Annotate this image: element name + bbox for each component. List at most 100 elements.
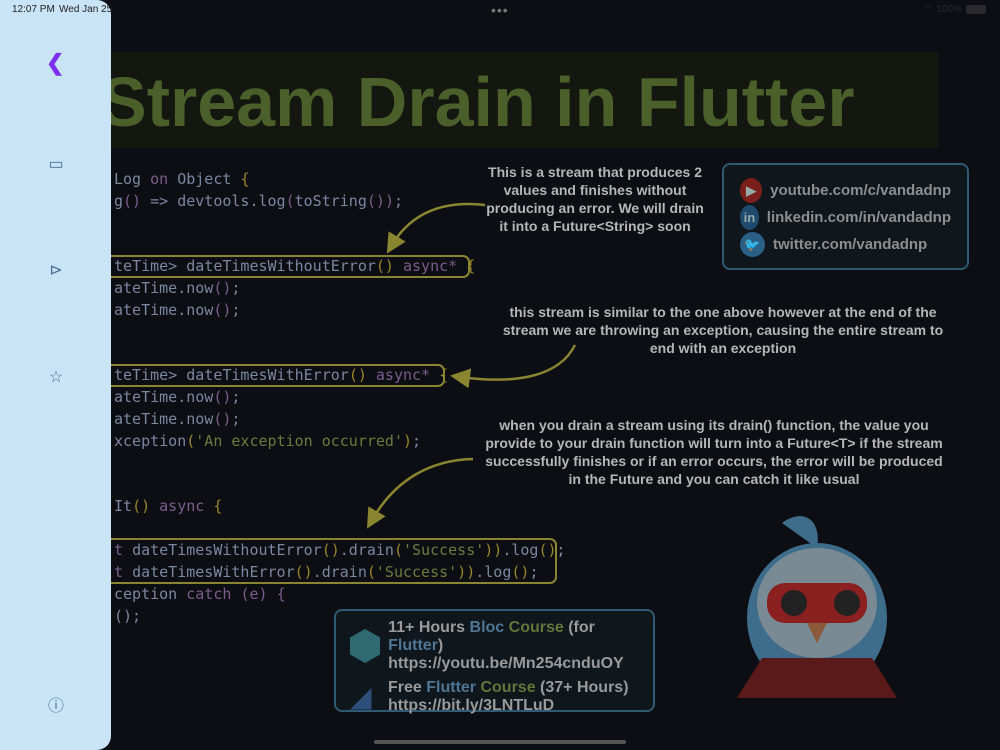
code-token: () — [511, 563, 530, 581]
course-2-title: Free Flutter Course (37+ Hours) — [388, 679, 629, 696]
code-token: 'An exception occurred' — [195, 432, 403, 450]
code-token: 'Success' — [375, 563, 458, 581]
code-token: ception — [114, 585, 187, 603]
social-link[interactable]: 🐦 twitter.com/vandadnp — [740, 231, 951, 258]
code-token: on — [150, 170, 178, 188]
status-indicators: ◠100% — [924, 4, 986, 15]
code-token: () — [132, 497, 151, 515]
code-token: ( — [393, 541, 403, 559]
course-2-url[interactable]: https://bit.ly/3LNTLuD — [388, 697, 555, 714]
code-token: t — [114, 563, 133, 581]
code-token: (); — [114, 607, 142, 625]
code-token: async — [150, 497, 214, 515]
social-label: youtube.com/c/vandadnp — [770, 182, 951, 199]
code-line: It() async { — [114, 497, 222, 515]
course-1-title: 11+ Hours Bloc Course (for Flutter) — [388, 619, 595, 654]
code-token: ( — [186, 432, 196, 450]
code-token: () — [213, 279, 232, 297]
status-date: Wed Jan 25 — [59, 4, 113, 15]
code-token: g — [114, 192, 124, 210]
social-label: twitter.com/vandadnp — [773, 236, 928, 253]
code-token: () — [123, 192, 142, 210]
image-icon[interactable]: ▭ — [48, 156, 64, 173]
code-line: t dateTimesWithoutError().drain('Success… — [114, 541, 566, 559]
code-token: () — [366, 192, 385, 210]
code-token: Object — [177, 170, 241, 188]
code-line: ateTime.now(); — [114, 410, 240, 428]
code-token: dateTimesWithError — [132, 563, 295, 581]
code-line: xception('An exception occurred'); — [114, 432, 421, 450]
code-token: ateTime.now — [114, 410, 214, 428]
code-token: () — [294, 563, 313, 581]
code-token: ateTime.now — [114, 388, 214, 406]
code-token: ateTime.now — [114, 279, 214, 297]
star-icon[interactable]: ☆ — [48, 369, 64, 386]
code-token: { — [213, 497, 223, 515]
code-token: ; — [231, 279, 241, 297]
code-token: ; — [231, 388, 241, 406]
code-token: () — [213, 301, 232, 319]
code-line: ateTime.now(); — [114, 279, 240, 297]
code-token: ; — [231, 410, 241, 428]
code-line: ateTime.now(); — [114, 388, 240, 406]
note-drain: when you drain a stream using its drain(… — [485, 417, 943, 487]
code-token: () — [213, 410, 232, 428]
code-token: toString — [294, 192, 367, 210]
code-token: { — [240, 170, 250, 188]
code-token: { — [276, 585, 286, 603]
mascot-bird-image — [737, 516, 897, 698]
code-token: dateTimesWithoutError — [132, 541, 322, 559]
code-token: .drain — [312, 563, 367, 581]
code-token: => devtools.log — [141, 192, 286, 210]
help-icon[interactable]: ⓘ — [47, 698, 64, 715]
code-token: ; — [556, 541, 566, 559]
code-token: async* — [366, 366, 440, 384]
code-token: async* — [393, 257, 467, 275]
courses-box: 11+ Hours Bloc Course (for Flutter) http… — [334, 609, 655, 714]
code-line: teTime> dateTimesWithoutError() async* { — [114, 257, 475, 275]
code-token: catch — [186, 585, 241, 603]
social-label: linkedin.com/in/vandadnp — [766, 209, 951, 226]
code-token: Log — [114, 170, 151, 188]
code-token: ) — [403, 432, 413, 450]
social-link[interactable]: ▶youtube.com/c/vandadnp — [740, 177, 951, 204]
code-token: (e) — [240, 585, 277, 603]
code-line: (); — [114, 607, 141, 625]
play-circle-icon[interactable]: ⊳ — [49, 262, 63, 279]
social-link[interactable]: in linkedin.com/in/vandadnp — [740, 204, 951, 231]
code-token: ateTime.now — [114, 301, 214, 319]
code-token: () — [213, 388, 232, 406]
home-indicator[interactable] — [374, 740, 626, 744]
code-token: .drain — [339, 541, 394, 559]
code-line: Log on Object { — [114, 170, 249, 188]
code-token: { — [466, 257, 476, 275]
wifi-icon: ◠ — [923, 4, 933, 15]
multitasking-dots-icon[interactable]: ••• — [491, 2, 509, 18]
code-line: ception catch (e) { — [114, 585, 286, 603]
arrow-1 — [386, 202, 486, 254]
note-with-error: this stream is similar to the one above … — [502, 304, 944, 356]
back-chevron-icon[interactable]: ❮ — [46, 50, 65, 75]
battery-icon — [966, 5, 986, 14]
course-1-url[interactable]: https://youtu.be/Mn254cnduOY — [388, 655, 624, 672]
note-without-error: This is a stream that produces 2 values … — [486, 164, 704, 234]
linkedin-icon: in — [740, 205, 759, 230]
code-line: t dateTimesWithError().drain('Success'))… — [114, 563, 538, 581]
arrow-2 — [450, 344, 577, 389]
code-line: g() => devtools.log(toString()); — [114, 192, 403, 210]
code-token: () — [375, 257, 394, 275]
flutter-logo-icon: ◢ — [350, 681, 372, 712]
code-token: ; — [412, 432, 422, 450]
code-token: .log — [502, 541, 539, 559]
arrow-3 — [367, 457, 474, 529]
code-token: t — [114, 541, 133, 559]
code-line: ateTime.now(); — [114, 301, 240, 319]
twitter-icon: 🐦 — [740, 232, 765, 257]
code-token: ( — [366, 563, 376, 581]
status-time: 12:07 PM — [12, 4, 55, 15]
code-token: () — [348, 366, 367, 384]
code-token: )) — [484, 541, 503, 559]
battery-percent: 100% — [936, 4, 962, 15]
